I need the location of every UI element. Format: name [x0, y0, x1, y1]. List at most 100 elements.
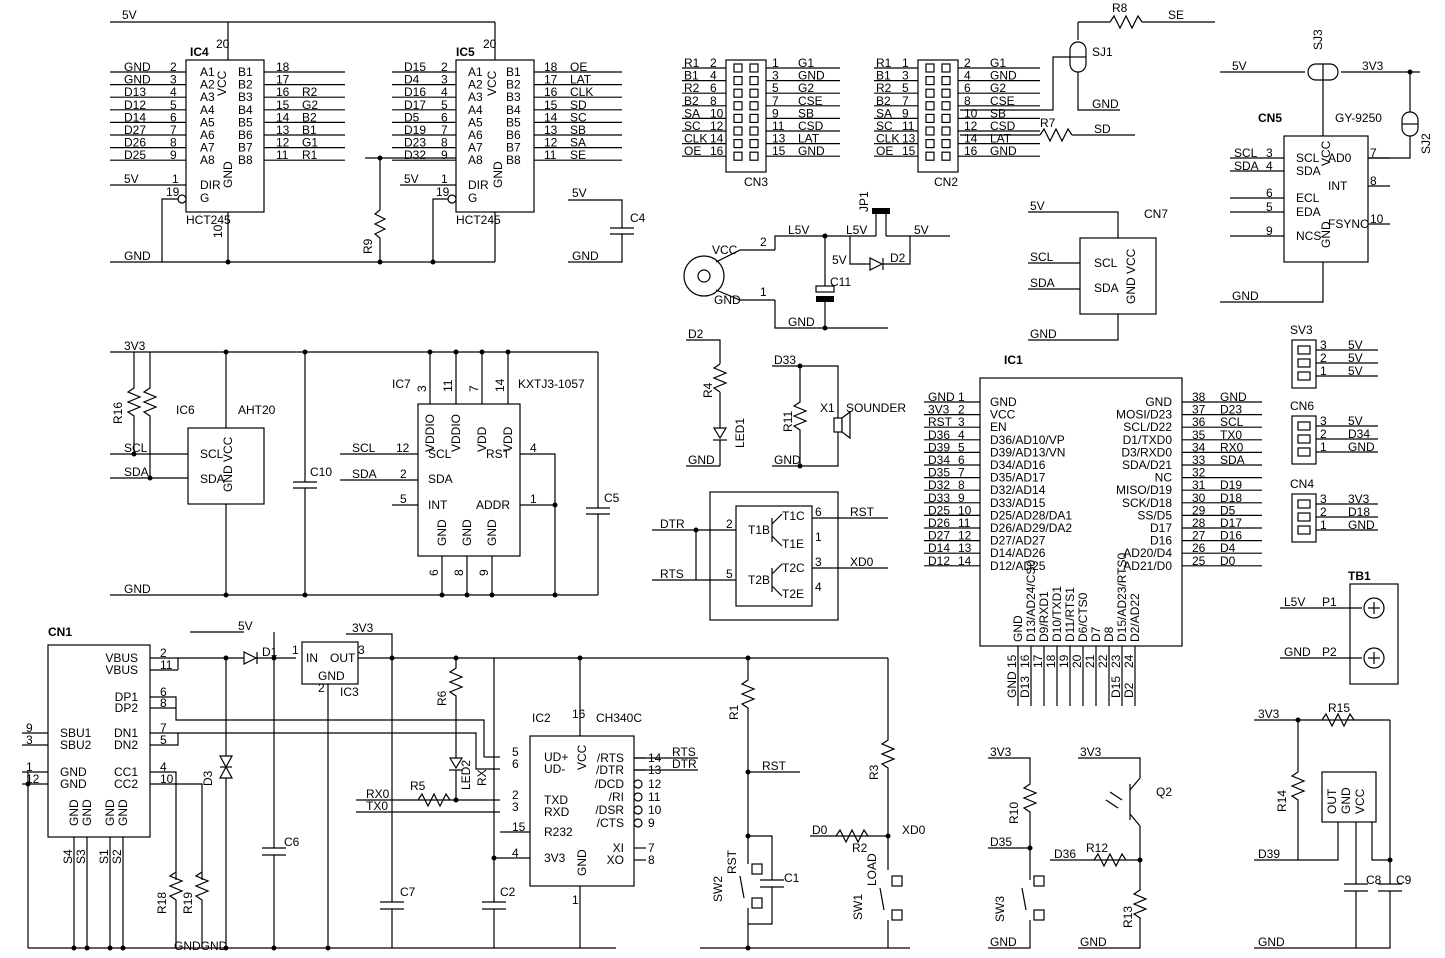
r13-label: R13	[1121, 906, 1135, 928]
pin-number: 4	[512, 846, 519, 860]
net-label: D32	[928, 478, 950, 492]
pin-number: 5	[958, 440, 965, 454]
int-pin-label: INT	[428, 498, 448, 512]
pin-label: EDA	[1296, 205, 1321, 219]
pin-number: 12	[276, 136, 290, 150]
pin-label: D10/TXD1	[1050, 586, 1064, 642]
pin-number: 12	[396, 441, 410, 455]
pin-number: 4	[160, 760, 167, 774]
pin-label: D6/CTS0	[1076, 592, 1090, 642]
ic4-ref: IC4	[190, 45, 209, 59]
pin-label: B7	[238, 141, 253, 155]
pin-number: 5	[512, 745, 519, 759]
net-label: 3V3	[990, 745, 1012, 759]
ic6-ref: IC6	[176, 403, 195, 417]
pin-number: 3	[1320, 492, 1327, 506]
pin-label: DN1	[114, 726, 138, 740]
ic1-bottom-pins: GND15GNDD13/AD24/CS016D13D9/RXD117D10/TX…	[1005, 553, 1142, 706]
pin-number: 5	[441, 98, 448, 112]
led1-label: LED1	[733, 418, 747, 448]
pin-label: D13/AD24/CS0	[1024, 560, 1038, 642]
net-label: D35	[928, 466, 950, 480]
net-label: SCL	[352, 441, 376, 455]
pin-number: 6	[710, 81, 717, 95]
pin-number: 27	[1192, 529, 1206, 543]
pin-pad	[733, 139, 743, 149]
pin-label: D2/AD22	[1128, 593, 1142, 642]
pin-number: 16	[276, 85, 290, 99]
pin-pad	[733, 63, 743, 73]
pin-label: B4	[506, 103, 521, 117]
net-label: 5V	[1030, 199, 1045, 213]
net-label: SA	[570, 136, 586, 150]
pin-number: 4	[170, 85, 177, 99]
pin-number: 15	[1005, 654, 1019, 668]
pin-pad	[733, 101, 743, 111]
pin-number: 1	[292, 643, 299, 657]
pin-label: A1	[468, 65, 483, 79]
net-label: D0	[1220, 554, 1236, 568]
scl-pin-label: SCL	[200, 447, 224, 461]
net-label: D34	[1348, 427, 1370, 441]
pin-label: D26/AD29/DA2	[990, 521, 1072, 535]
pin-number: 3	[512, 800, 519, 814]
net-label: DTR	[660, 517, 685, 531]
net-label: D0	[812, 823, 828, 837]
net-label: 3V3	[124, 339, 146, 353]
c7-label: C8	[1366, 873, 1382, 887]
net-label: G2	[990, 81, 1006, 95]
pin-pad	[941, 113, 951, 124]
pin-label: S1	[97, 849, 111, 864]
pin-label: S4	[61, 849, 75, 864]
c2-label: C2	[500, 885, 516, 899]
net-label: D19	[404, 123, 426, 137]
jack-gnd-label: GND	[714, 293, 741, 307]
ic7-ref: IC7	[392, 377, 411, 391]
pin-number: 8	[958, 478, 965, 492]
ic3-gnd: GND	[318, 669, 345, 683]
net-label: SA	[684, 106, 700, 120]
pin-number: 13	[544, 123, 558, 137]
pin-label: B8	[506, 153, 521, 167]
net-label: GND	[1005, 671, 1019, 698]
t2c-label: T2C	[782, 561, 805, 575]
c11-label: C11	[830, 275, 851, 289]
net-label: SDA	[352, 467, 377, 481]
g-pin-label: G	[468, 191, 477, 205]
pin-number: 2	[512, 788, 519, 802]
power-input: VCC GND 2 1 L5V GND C11 5V D2 JP1 5V L5V	[683, 191, 950, 331]
sw1-label: SW1	[851, 894, 865, 920]
q2-block: 3V3 Q2 GND D36 R12 R13	[1050, 745, 1172, 949]
pin-label: MISO/D19	[1116, 483, 1172, 497]
vcc-pin-label: VCC	[575, 744, 589, 770]
net-label: D23	[1220, 403, 1242, 417]
pin-label: B3	[238, 90, 253, 104]
pin-number: 7	[441, 123, 448, 137]
pin-pad	[749, 75, 759, 86]
net-label: D39	[1258, 847, 1280, 861]
pin-number: 11	[160, 658, 173, 672]
nc-marker	[633, 805, 643, 815]
pin-label: A1	[200, 65, 215, 79]
pin-label: A3	[200, 90, 215, 104]
net-label: DTR	[672, 757, 697, 771]
pin-number: 10	[958, 503, 972, 517]
pin-number: 14	[544, 110, 558, 124]
net-label: D16	[404, 85, 426, 99]
pin-label: TXD	[544, 793, 568, 807]
pin-pad	[941, 88, 951, 98]
pin-label: B5	[506, 115, 521, 129]
net-label: GND	[124, 73, 151, 87]
tb1-p1: P1	[1322, 595, 1337, 609]
pin-label: D36/AD10/VP	[990, 433, 1065, 447]
pin-label: R232	[544, 825, 573, 839]
net-label: 5V	[122, 8, 137, 22]
net-label: GND	[774, 453, 801, 467]
pin-number: 1	[1320, 364, 1327, 378]
pin-number: 10	[710, 106, 724, 120]
net-label: B2	[302, 110, 317, 124]
header-label: CN6	[1290, 399, 1314, 413]
pin-number: 20	[483, 37, 497, 51]
net-label: 3V3	[1348, 492, 1370, 506]
pin-number: 16	[544, 85, 558, 99]
